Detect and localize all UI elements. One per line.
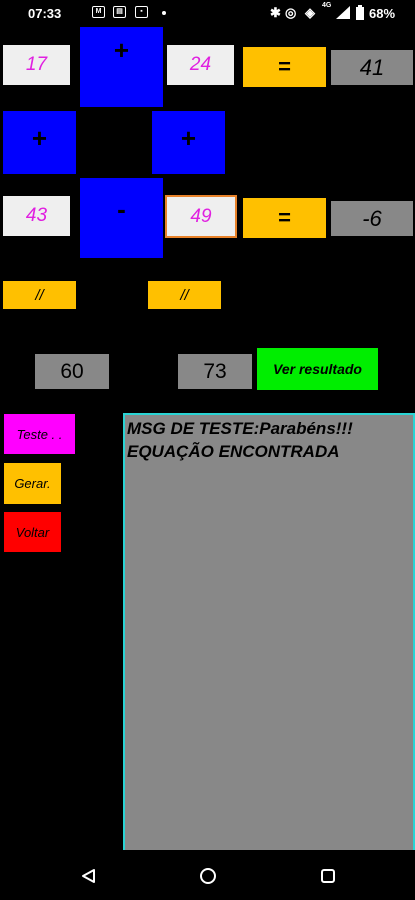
navigation-bar	[0, 850, 415, 900]
status-bar: 07:33 M ▤ ▪ ✱ ◎ ◈ 4G 68%	[0, 0, 415, 28]
vibrate-icon: ◎	[285, 5, 297, 20]
row1-equals-button[interactable]: =	[243, 47, 326, 87]
recents-nav-icon[interactable]	[320, 868, 336, 884]
row3-left-input[interactable]: 43	[3, 196, 70, 236]
news-icon: ▤	[113, 6, 126, 18]
back-button[interactable]: Voltar	[4, 512, 61, 552]
row3-operator-button[interactable]: -	[80, 178, 163, 258]
message-line-1: MSG DE TESTE:Parabéns!!!	[127, 419, 353, 438]
wifi-icon: ◈	[305, 5, 315, 20]
col1-sum: 60	[35, 354, 109, 389]
row1-result: 41	[331, 50, 413, 85]
col1-operator-button[interactable]: +	[3, 111, 76, 174]
row3-equals-button[interactable]: =	[243, 198, 326, 238]
status-time: 07:33	[28, 6, 62, 21]
col2-result-label: //	[148, 281, 221, 309]
row1-right-input[interactable]: 24	[167, 45, 234, 85]
notification-icon: M	[92, 6, 105, 18]
more-notifications-icon	[162, 11, 166, 15]
message-box: MSG DE TESTE:Parabéns!!! EQUAÇÃO ENCONTR…	[123, 413, 415, 853]
col2-operator-button[interactable]: +	[152, 111, 225, 174]
generate-button[interactable]: Gerar.	[4, 463, 61, 504]
message-line-2: EQUAÇÃO ENCONTRADA	[127, 442, 340, 461]
test-button[interactable]: Teste . .	[4, 414, 75, 454]
row1-left-input[interactable]: 17	[3, 45, 70, 85]
col1-result-label: //	[3, 281, 76, 309]
signal-icon	[336, 6, 350, 19]
image-icon: ▪	[135, 6, 148, 18]
check-result-button[interactable]: Ver resultado	[257, 348, 378, 390]
battery-icon	[356, 5, 364, 20]
bluetooth-icon: ✱	[270, 5, 281, 20]
home-nav-icon[interactable]	[199, 867, 217, 885]
row1-operator-button[interactable]: +	[80, 27, 163, 107]
row3-result: -6	[331, 201, 413, 236]
col2-sum: 73	[178, 354, 252, 389]
network-type-label: 4G	[322, 2, 332, 9]
battery-percent: 68%	[369, 6, 396, 21]
back-nav-icon[interactable]	[80, 868, 96, 884]
row3-right-input[interactable]: 49	[165, 195, 237, 238]
